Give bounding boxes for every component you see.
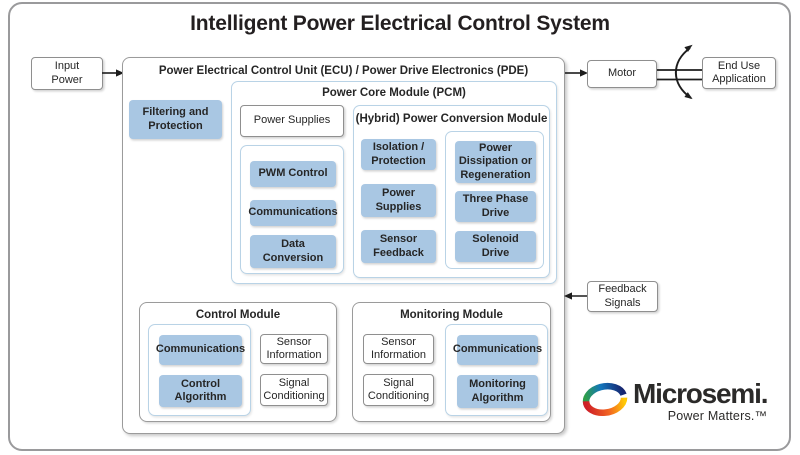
signal-conditioning-box-monitoring: Signal Conditioning — [363, 374, 434, 406]
ecu-container: Power Electrical Control Unit (ECU) / Po… — [122, 57, 565, 434]
microsemi-logo: Microsemi. Power Matters.™ — [582, 378, 768, 424]
monitoring-module-title: Monitoring Module — [400, 309, 503, 321]
motor-box: Motor — [587, 60, 657, 88]
control-module-title: Control Module — [195, 309, 281, 321]
communications-box-pcm: Communications — [248, 200, 338, 226]
three-phase-drive-box: Three Phase Drive — [455, 191, 536, 222]
filtering-protection-box: Filtering and Protection — [129, 100, 222, 139]
hybrid-pcm-container: (Hybrid) Power Conversion Module Isolati… — [353, 105, 550, 278]
solenoid-drive-box: Solenoid Drive — [455, 231, 536, 262]
control-algorithm-box: Control Algorithm — [159, 375, 242, 407]
microsemi-swirl-icon — [582, 382, 628, 417]
power-supplies-box: Power Supplies — [240, 105, 344, 137]
monitoring-blue-subcontainer: Communications Monitoring Algorithm — [445, 324, 548, 416]
ecu-title: Power Electrical Control Unit (ECU) / Po… — [158, 65, 529, 77]
logo-tagline-text: Power Matters.™ — [667, 409, 768, 424]
isolation-protection-box: Isolation / Protection — [361, 139, 436, 170]
hybrid-title: (Hybrid) Power Conversion Module — [355, 113, 548, 125]
logo-brand-text: Microsemi. — [633, 378, 768, 409]
input-power-box: Input Power — [31, 57, 103, 90]
data-conversion-box: Data Conversion — [250, 235, 336, 268]
arrow-ecu-to-motor-icon — [565, 69, 588, 77]
end-use-application-box: End Use Application — [702, 57, 776, 89]
rotation-shaft-icon — [657, 44, 703, 100]
communications-box-control: Communications — [156, 335, 245, 365]
pcm-title: Power Core Module (PCM) — [322, 87, 466, 99]
pwm-control-box: PWM Control — [250, 161, 336, 187]
monitoring-algorithm-box: Monitoring Algorithm — [457, 375, 538, 408]
feedback-signals-box: Feedback Signals — [587, 281, 658, 312]
arrow-input-to-ecu-icon — [102, 69, 124, 77]
power-dissipation-box: Power Dissipation or Regeneration — [455, 141, 536, 183]
arrow-feedback-to-ecu-icon — [564, 292, 588, 300]
drive-subcontainer: Power Dissipation or Regeneration Three … — [445, 131, 544, 269]
control-module-container: Control Module Communications Control Al… — [139, 302, 337, 422]
sensor-feedback-box: Sensor Feedback — [361, 230, 436, 263]
pcm-signal-subcontainer: PWM Control Communications Data Conversi… — [240, 145, 344, 274]
sensor-information-box-control: Sensor Information — [260, 334, 328, 364]
control-blue-subcontainer: Communications Control Algorithm — [148, 324, 251, 416]
pcm-container: Power Core Module (PCM) Power Supplies P… — [231, 81, 557, 284]
page-title: Intelligent Power Electrical Control Sys… — [190, 12, 610, 35]
monitoring-module-container: Monitoring Module Sensor Information Sig… — [352, 302, 551, 422]
communications-box-monitoring: Communications — [453, 335, 542, 365]
sensor-information-box-monitoring: Sensor Information — [363, 334, 434, 364]
signal-conditioning-box-control: Signal Conditioning — [260, 374, 328, 406]
power-supplies-hybrid-box: Power Supplies — [361, 184, 436, 217]
